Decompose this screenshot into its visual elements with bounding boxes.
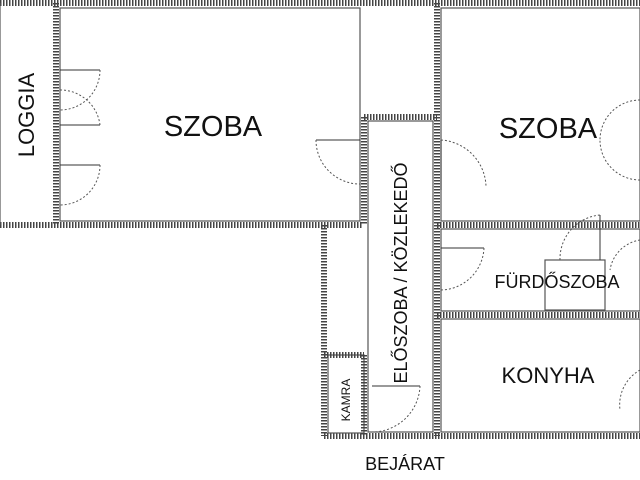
bathroom-label: FÜRDŐSZOBA bbox=[494, 271, 619, 292]
loggia-door-upper bbox=[59, 69, 101, 126]
kitchen-label: KONYHA bbox=[502, 363, 595, 388]
entrance-door bbox=[371, 385, 421, 433]
pantry-label: KAMRA bbox=[339, 379, 353, 422]
kitchen-door bbox=[619, 369, 640, 411]
bathroom-door bbox=[440, 247, 485, 291]
entrance-label: BEJÁRAT bbox=[365, 454, 445, 474]
room-right-door bbox=[440, 139, 487, 190]
room-left-door bbox=[315, 139, 361, 185]
bathroom-inner-door bbox=[559, 214, 640, 271]
room-left-label: SZOBA bbox=[164, 111, 263, 143]
loggia-label: LOGGIA bbox=[14, 72, 39, 157]
hallway-label: ELŐSZOBA / KÖZLEKEDŐ bbox=[390, 162, 411, 383]
walls bbox=[0, 0, 640, 439]
room-right-label: SZOBA bbox=[499, 113, 598, 145]
doors bbox=[59, 69, 640, 433]
room-right-window-door bbox=[599, 99, 640, 181]
loggia-door-lower bbox=[59, 164, 101, 206]
inner-outlines bbox=[59, 7, 640, 433]
